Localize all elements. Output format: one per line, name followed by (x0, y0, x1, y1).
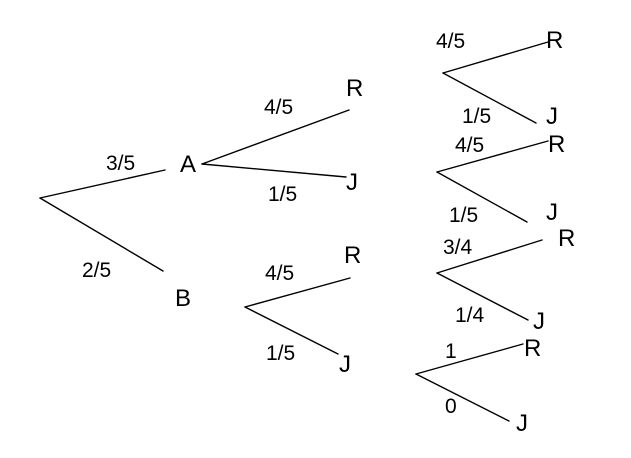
node-b-r: R (344, 242, 361, 269)
node-a-j: J (346, 169, 358, 196)
prob-g4-r: 1 (445, 340, 457, 363)
node-g1-j: J (546, 103, 558, 130)
branch-a-j (201, 163, 347, 178)
branch-b-r (244, 277, 351, 308)
prob-g2-j: 1/5 (449, 204, 478, 227)
prob-g2-r: 4/5 (455, 134, 484, 157)
branch-g4-j (415, 373, 510, 422)
node-b-j: J (339, 351, 351, 378)
prob-root-a: 3/5 (106, 152, 135, 175)
node-b: B (175, 285, 191, 312)
prob-a-r: 4/5 (264, 96, 293, 119)
prob-g3-r: 3/4 (443, 236, 473, 259)
branch-root-a (39, 169, 166, 199)
node-a-r: R (346, 75, 363, 102)
branch-g1-j (442, 72, 537, 124)
prob-g3-j: 1/4 (455, 304, 485, 327)
prob-g1-r: 4/5 (436, 30, 465, 53)
branch-g2-j (436, 171, 528, 223)
node-g4-r: R (524, 335, 541, 362)
node-g4-j: J (516, 410, 528, 437)
prob-g4-j: 0 (445, 395, 457, 418)
prob-g1-j: 1/5 (462, 105, 491, 128)
branch-b-j (244, 306, 339, 355)
branch-g4-r (415, 343, 524, 375)
branch-g3-r (436, 239, 543, 274)
node-g1-r: R (546, 27, 563, 54)
branch-a-r (201, 109, 350, 165)
branch-root-b (39, 197, 164, 272)
prob-b-j: 1/5 (266, 342, 295, 365)
prob-root-b: 2/5 (82, 259, 111, 282)
node-a: A (180, 151, 196, 178)
node-g2-j: J (546, 199, 558, 226)
node-g3-j: J (533, 308, 545, 335)
branch-g1-r (442, 41, 549, 74)
node-g3-r: R (558, 225, 575, 252)
node-g2-r: R (548, 131, 565, 158)
prob-b-r: 4/5 (265, 262, 294, 285)
branch-g3-j (436, 272, 529, 321)
branch-g2-r (436, 140, 549, 173)
prob-a-j: 1/5 (268, 183, 297, 206)
